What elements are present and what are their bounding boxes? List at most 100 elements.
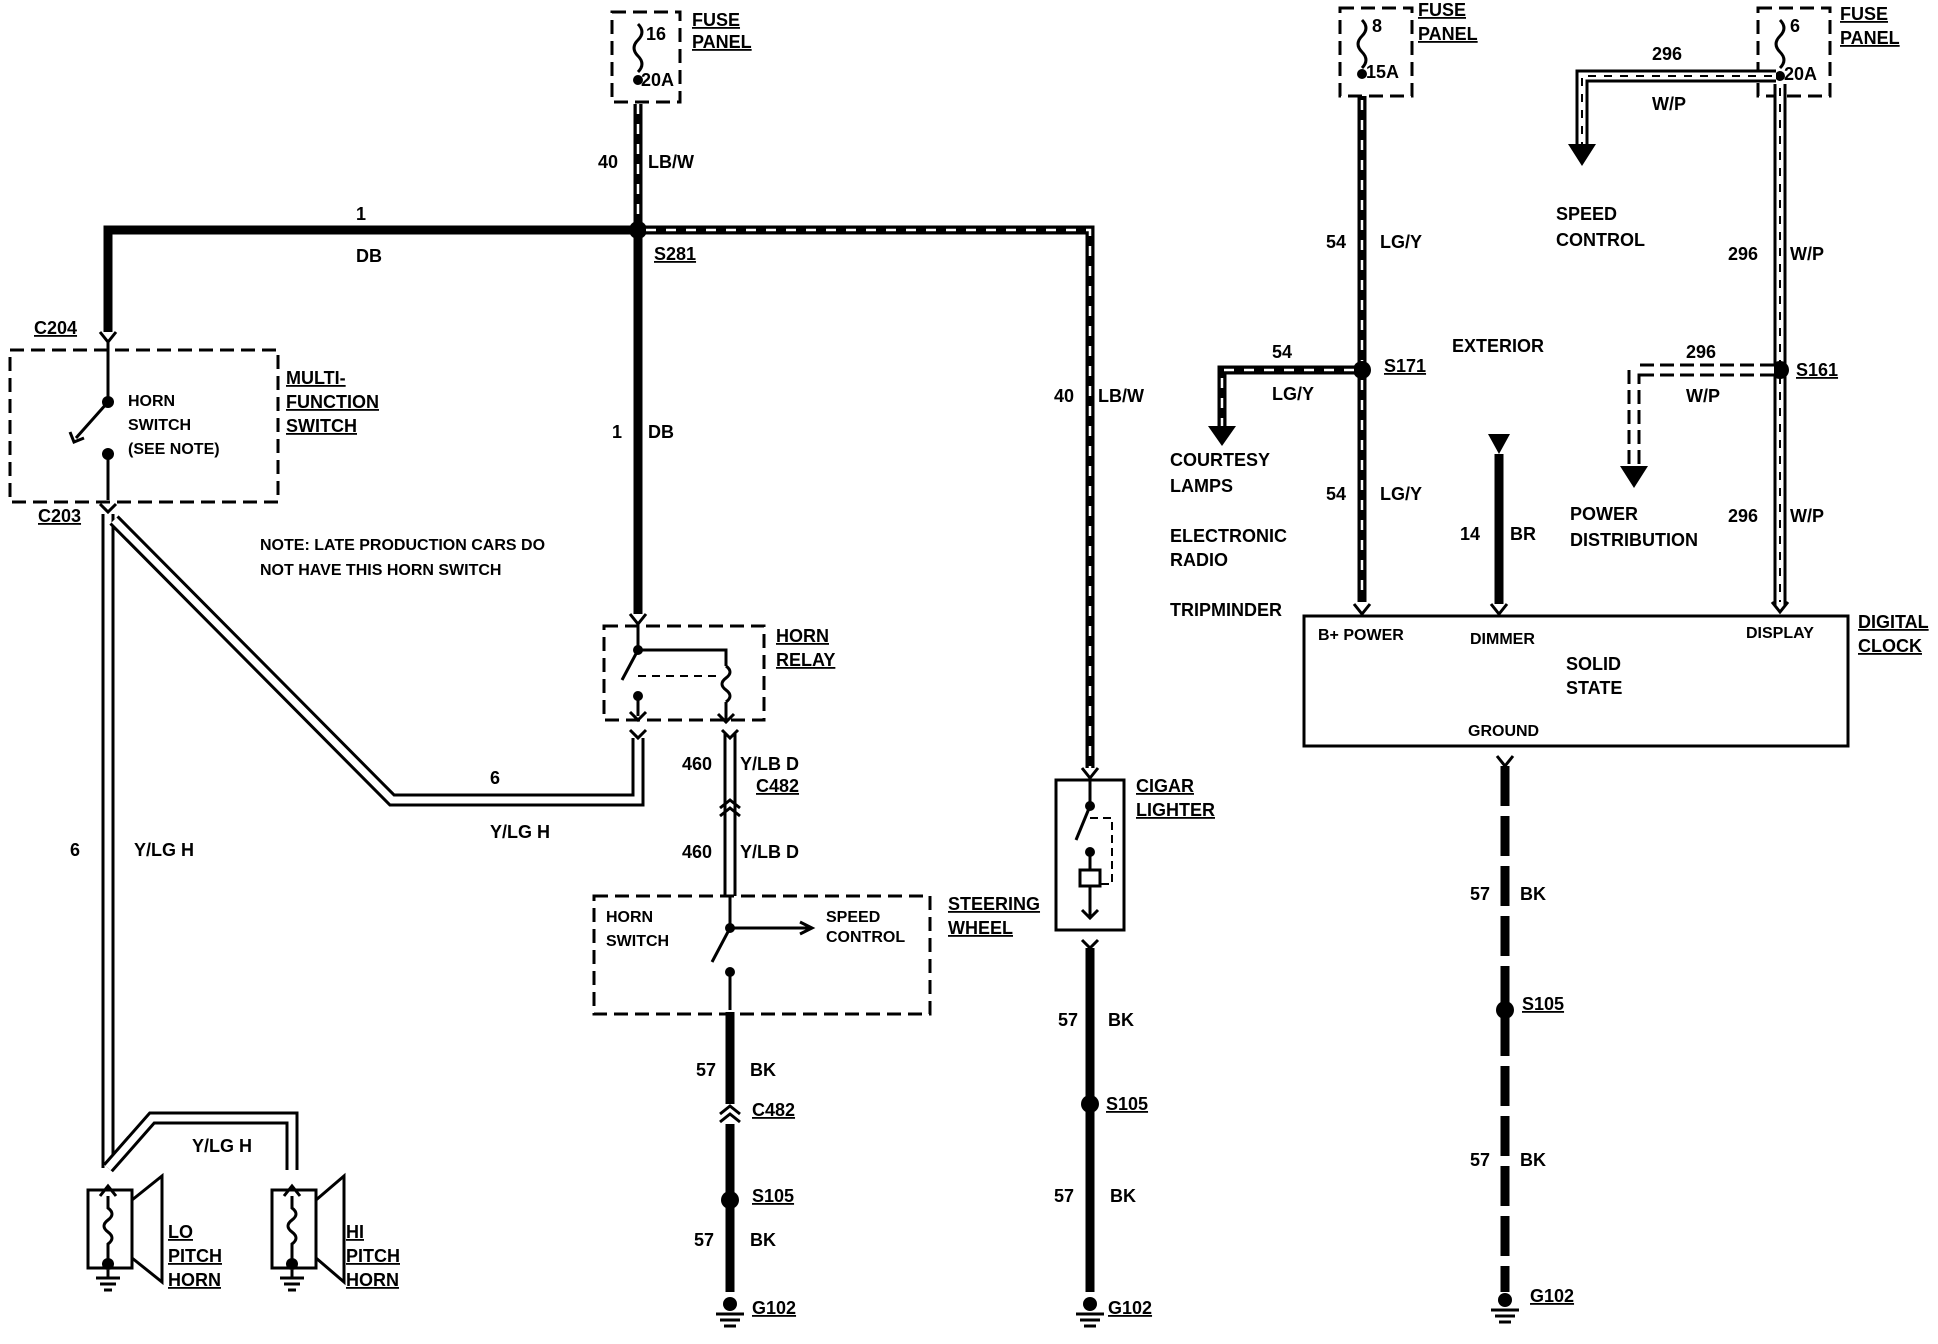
circuit-destinations: EXTERIOR COURTESY LAMPS ELECTRONIC RADIO…	[1170, 336, 1544, 620]
horn-label: PITCH	[346, 1246, 400, 1266]
fuse-panel-label: PANEL	[692, 32, 752, 52]
courtesy-lamps-label: LAMPS	[1170, 476, 1233, 496]
wire-color: W/P	[1652, 94, 1686, 114]
splice-label: S281	[654, 244, 696, 264]
wire-number: 296	[1728, 506, 1758, 526]
digital-clock-label: CLOCK	[1858, 636, 1922, 656]
fuse-16-rating: 20A	[641, 70, 674, 90]
ground-g102: G102	[1108, 1298, 1152, 1318]
lo-pitch-horn: LO PITCH HORN	[86, 1172, 222, 1292]
wire-color: DB	[356, 246, 382, 266]
production-note: NOTE: LATE PRODUCTION CARS DO NOT HAVE T…	[260, 537, 545, 579]
fuse-panel-6: 6 20A FUSE PANEL	[1756, 4, 1900, 98]
horn-label: HORN	[168, 1270, 221, 1290]
horn-label: LO	[168, 1222, 193, 1242]
wire-1-db-top: 1 DB	[103, 204, 634, 332]
horn-label: PITCH	[168, 1246, 222, 1266]
wire-number: 6	[490, 768, 500, 788]
fuse-8-number: 8	[1372, 16, 1382, 36]
cigar-lighter-label: LIGHTER	[1136, 800, 1215, 820]
tripminder-label: TRIPMINDER	[1170, 600, 1282, 620]
horn-relay: HORN RELAY	[602, 613, 835, 741]
wire-40-lbw-right: 40 LB/W	[642, 225, 1144, 768]
clock-body: STATE	[1566, 678, 1622, 698]
fuse-16-number: 16	[646, 24, 666, 44]
wire-number: 57	[1470, 884, 1490, 904]
wire-number: 57	[1470, 1150, 1490, 1170]
wire-number: 6	[70, 840, 80, 860]
wire-number: 54	[1326, 484, 1346, 504]
exterior-label: EXTERIOR	[1452, 336, 1544, 356]
ground-g102: G102	[1530, 1286, 1574, 1306]
connector-c482: C482	[752, 1100, 795, 1120]
wire-number: 296	[1728, 244, 1758, 264]
horn-switch-label: SWITCH	[606, 933, 669, 950]
splice-s171: S171	[1384, 356, 1426, 376]
splice-s105: S105	[1106, 1094, 1148, 1114]
wire-54-lgy: 54 LG/Y S171 54 LG/Y 54 LG/Y	[1208, 96, 1426, 617]
wire-color: W/P	[1790, 244, 1824, 264]
wire-color: DB	[648, 422, 674, 442]
wire-number: 14	[1460, 524, 1480, 544]
speed-control-label: CONTROL	[1556, 230, 1645, 250]
wire-460-ylb-d: 460 Y/LB D C482 460 Y/LB D	[682, 728, 799, 896]
clock-dimmer: DIMMER	[1470, 631, 1535, 648]
wire-57-bk-horn-ground: 57 BK C482 S105 57 BK G102	[694, 1012, 796, 1328]
wire-color: LG/Y	[1380, 484, 1422, 504]
multi-function-switch: C204 HORN SWITCH (SEE NOTE) MULTI- FUNCT…	[8, 318, 379, 526]
radio-label: ELECTRONIC	[1170, 526, 1287, 546]
wire-color: W/P	[1790, 506, 1824, 526]
clock-ground: GROUND	[1468, 723, 1539, 740]
wire-color: Y/LB D	[740, 842, 799, 862]
digital-clock: B+ POWER DIMMER DISPLAY SOLID STATE GROU…	[1302, 612, 1929, 748]
wire-color: Y/LG H	[134, 840, 194, 860]
power-distribution-label: DISTRIBUTION	[1570, 530, 1698, 550]
speed-control-label: CONTROL	[826, 929, 905, 946]
note-line: NOT HAVE THIS HORN SWITCH	[260, 562, 501, 579]
wire-number: 296	[1652, 44, 1682, 64]
wire-number: 54	[1326, 232, 1346, 252]
fuse-panel-label: PANEL	[1418, 24, 1478, 44]
wire-14-br: 14 BR	[1460, 434, 1536, 617]
wire-number: 57	[694, 1230, 714, 1250]
speed-control-label: SPEED	[826, 909, 880, 926]
courtesy-lamps-label: COURTESY	[1170, 450, 1270, 470]
fuse-panel-8: 8 15A FUSE PANEL	[1338, 0, 1478, 98]
fuse-panel-label: FUSE	[1418, 0, 1466, 20]
horn-switch-note-ref: (SEE NOTE)	[128, 441, 220, 458]
fuse-6-number: 6	[1790, 16, 1800, 36]
fuse-panel-label: FUSE	[1840, 4, 1888, 24]
clock-display: DISPLAY	[1746, 625, 1814, 642]
wire-number: 40	[598, 152, 618, 172]
horn-switch-label: HORN	[606, 909, 653, 926]
wire-color: Y/LG H	[490, 822, 550, 842]
wire-number: 57	[1054, 1186, 1074, 1206]
ground-g102: G102	[752, 1298, 796, 1318]
multi-function-label: FUNCTION	[286, 392, 379, 412]
horn-relay-label: HORN	[776, 626, 829, 646]
power-distribution-label: POWER	[1570, 504, 1638, 524]
connector-c482: C482	[756, 776, 799, 796]
digital-clock-label: DIGITAL	[1858, 612, 1929, 632]
note-line: NOTE: LATE PRODUCTION CARS DO	[260, 537, 545, 554]
radio-label: RADIO	[1170, 550, 1228, 570]
wire-57-bk-clock-ground: 57 BK S105 57 BK G102	[1470, 755, 1574, 1324]
cigar-lighter: CIGAR LIGHTER	[1054, 767, 1215, 932]
wire-color: BK	[1520, 1150, 1546, 1170]
wire-color: BK	[750, 1230, 776, 1250]
wire-number: 57	[1058, 1010, 1078, 1030]
wire-color: LG/Y	[1272, 384, 1314, 404]
steering-wheel-label: WHEEL	[948, 918, 1013, 938]
wire-color: W/P	[1686, 386, 1720, 406]
wire-296-wp: 296 W/P 296 W/P S161 296 W/P 296 W/P	[1568, 44, 1838, 615]
hi-pitch-horn: HI PITCH HORN	[270, 1172, 400, 1292]
fuse-6-rating: 20A	[1784, 64, 1817, 84]
wire-color: Y/LG H	[192, 1136, 252, 1156]
wire-color: LG/Y	[1380, 232, 1422, 252]
fuse-8-rating: 15A	[1366, 62, 1399, 82]
fuse-panel-label: FUSE	[692, 10, 740, 30]
wire-number: 54	[1272, 342, 1292, 362]
wire-color: Y/LB D	[740, 754, 799, 774]
multi-function-label: MULTI-	[286, 368, 346, 388]
clock-body: SOLID	[1566, 654, 1621, 674]
